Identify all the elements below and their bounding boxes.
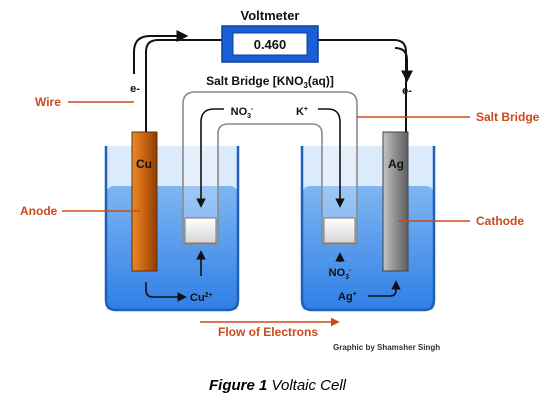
cathode-label: Cathode xyxy=(476,214,524,228)
cathode-callout: Cathode xyxy=(398,214,524,228)
voltmeter-title: Voltmeter xyxy=(241,8,300,23)
potassium-flow-arrow xyxy=(318,108,345,208)
voltmeter: 0.460 xyxy=(221,25,319,63)
nitrate-bridge-label: NO3- xyxy=(231,106,254,120)
salt-bridge-label: Salt Bridge xyxy=(476,110,540,124)
cu-ion-label: Cu2+ xyxy=(190,292,213,304)
left-bridge-plug xyxy=(184,217,217,244)
electron-arrow-right-down xyxy=(394,47,413,83)
electron-arrow-top-left xyxy=(133,30,189,74)
figure-caption: Figure 1 Voltaic Cell xyxy=(0,377,555,394)
electron-right-label: e- xyxy=(402,85,412,97)
wire-callout: Wire xyxy=(35,95,134,109)
figure-title: Voltaic Cell xyxy=(267,377,346,394)
voltmeter-reading: 0.460 xyxy=(254,37,287,52)
salt-bridge-tube xyxy=(182,91,358,245)
salt-bridge-title: Salt Bridge [KNO3(aq)] xyxy=(206,74,334,90)
nitrate-flow-arrow xyxy=(196,108,224,208)
silver-electrode xyxy=(382,131,409,272)
ag-ion-to-silver-arrow xyxy=(368,280,401,297)
figure-number: Figure 1 xyxy=(209,377,268,394)
electron-left-label: e- xyxy=(130,83,140,95)
left-wire xyxy=(145,39,222,132)
credit-label: Graphic by Shamsher Singh xyxy=(333,343,440,352)
voltaic-cell-diagram: Cu Ag e- e- 0.460 Voltmeter Salt Bridge … xyxy=(20,8,540,352)
anode-label: Anode xyxy=(20,204,58,218)
copper-electrode xyxy=(131,131,158,272)
anode-callout: Anode xyxy=(20,204,140,218)
ag-ion-label: Ag+ xyxy=(338,291,357,303)
nitrate-solution-label: NO3- xyxy=(329,267,352,281)
silver-label: Ag xyxy=(388,157,404,171)
flow-label: Flow of Electrons xyxy=(218,325,318,339)
right-bridge-plug xyxy=(323,217,356,244)
potassium-bridge-label: K+ xyxy=(296,106,308,118)
copper-to-cu-ion-arrow xyxy=(145,282,187,302)
wire-label: Wire xyxy=(35,95,61,109)
electron-arrow-top-right xyxy=(350,36,406,86)
salt-bridge-callout: Salt Bridge xyxy=(357,110,540,124)
copper-label: Cu xyxy=(136,157,152,171)
